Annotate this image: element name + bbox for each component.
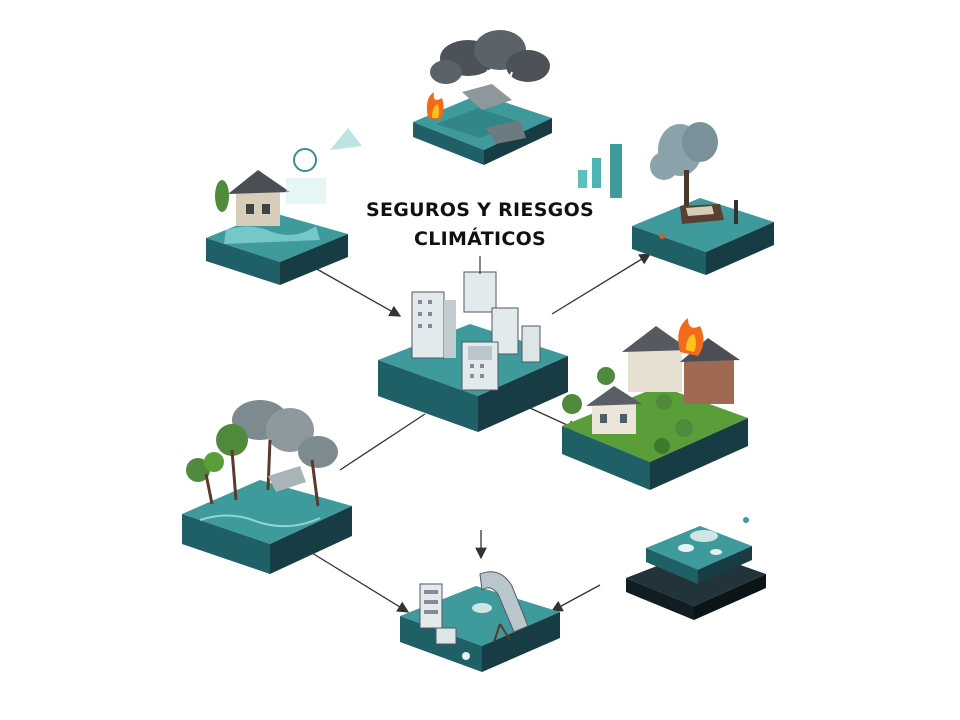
storm-cloud-fire-icon xyxy=(426,30,550,144)
arrow-forest-to-infrastructure xyxy=(311,552,410,613)
arrow-flooded-house-to-center xyxy=(314,267,402,317)
sensor-device-icon xyxy=(646,517,752,584)
diagram-title: SEGUROS Y RIESGOS CLIMÁTICOS xyxy=(340,196,620,254)
tile-device-box xyxy=(626,517,766,620)
tile-flooded-forest xyxy=(182,400,352,574)
flooded-house-icon xyxy=(215,128,362,244)
city-buildings-icon xyxy=(411,256,541,391)
line-forest-to-center xyxy=(339,413,426,471)
connectors xyxy=(311,253,652,613)
tile-chart-tree-flood xyxy=(578,122,774,275)
tile-storm-fire xyxy=(413,30,552,165)
house-fire-icon xyxy=(562,318,740,454)
tile-infrastructure xyxy=(400,571,560,672)
title-line-2: CLIMÁTICOS xyxy=(413,228,547,250)
infrastructure-icon xyxy=(419,571,529,660)
title-line-1: SEGUROS Y RIESGOS xyxy=(365,199,595,221)
bar-chart-tree-icon xyxy=(578,122,738,239)
tile-house-fire xyxy=(562,318,748,490)
tile-flooded-house xyxy=(206,128,362,285)
arrow-device-to-infrastructure xyxy=(550,584,601,612)
tile-city-center xyxy=(378,256,568,432)
arrow-center-to-chart-tile xyxy=(551,253,652,315)
flooded-forest-icon xyxy=(186,400,338,528)
